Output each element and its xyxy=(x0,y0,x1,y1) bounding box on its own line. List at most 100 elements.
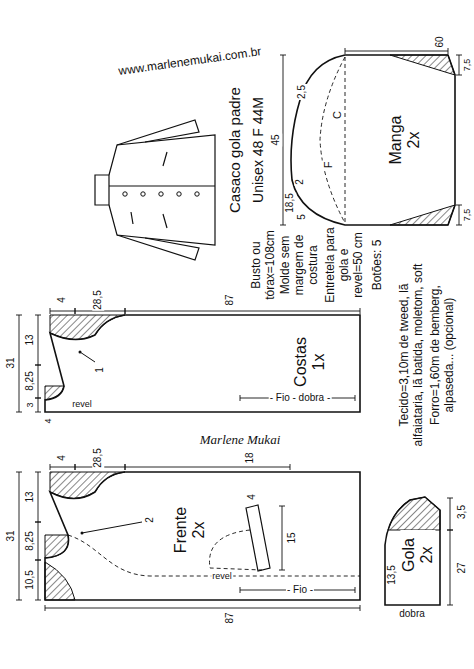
dimension-line xyxy=(19,472,20,600)
dimension-tick xyxy=(75,464,76,470)
dimension-label: 18,5 xyxy=(284,192,296,213)
dimension-tick xyxy=(35,522,41,523)
dimension-tick xyxy=(125,464,126,470)
coat-closure xyxy=(109,185,215,186)
pattern-title: Casaco gola padre xyxy=(226,86,243,214)
dimension-tick xyxy=(456,225,462,226)
dimension-label: 18 xyxy=(244,451,256,464)
dimension-tick xyxy=(75,464,76,470)
coat-button xyxy=(195,192,199,196)
grain-label: dobra xyxy=(398,608,426,620)
dimension-tick xyxy=(75,308,76,314)
watermark-url: www.marlenemukai.com.br xyxy=(117,45,264,79)
dimension-label: 10,5 xyxy=(24,569,36,590)
dimension-line xyxy=(38,560,39,600)
dimension-line xyxy=(450,530,451,605)
dimension-tick xyxy=(355,395,356,401)
coat-button xyxy=(123,192,127,196)
dimension-tick xyxy=(16,412,22,413)
note-text: Tecido=3,10m de tweed, lã alfaiataria, l… xyxy=(398,259,426,451)
dimension-line xyxy=(38,472,39,522)
collar-piece: Gola 2x xyxy=(378,492,445,610)
dimension-tick xyxy=(447,530,453,531)
dimension-tick xyxy=(35,560,41,561)
coat-body xyxy=(109,135,215,245)
coat-sleeve xyxy=(117,120,199,145)
dimension-tick xyxy=(355,587,356,593)
callout-number: 1 xyxy=(94,366,106,374)
dimension-label: 87 xyxy=(224,293,236,306)
dimension-tick xyxy=(35,398,41,399)
dimension-label: 2,5 xyxy=(296,84,308,100)
dimension-tick xyxy=(447,498,453,499)
dimension-tick xyxy=(280,55,286,56)
note-text: Entretela para gola e revel=50 cm xyxy=(324,226,365,304)
coat-chest-pocket xyxy=(131,212,133,224)
hatched-area xyxy=(45,562,75,600)
leader-dot xyxy=(81,532,84,535)
dimension-tick xyxy=(125,464,126,470)
dimension-label: 87 xyxy=(224,611,236,624)
hatched-area xyxy=(390,55,455,75)
dimension-line xyxy=(450,498,451,530)
dimension-tick xyxy=(35,472,41,473)
dimension-label: 4 xyxy=(246,493,258,501)
dimension-tick xyxy=(290,464,291,470)
dimension-tick xyxy=(50,464,51,470)
dimension-label: 28,5 xyxy=(92,447,104,468)
piece-name: Costas 1x xyxy=(292,330,327,394)
dimension-label: 4 xyxy=(56,454,68,462)
dimension-line xyxy=(19,315,20,412)
dimension-tick xyxy=(75,308,76,314)
dimension-tick xyxy=(279,570,285,571)
dimension-tick xyxy=(447,530,453,531)
construction-line xyxy=(345,57,346,223)
dimension-tick xyxy=(279,506,285,507)
dimension-tick xyxy=(125,308,126,314)
welt-pocket xyxy=(246,505,270,571)
dimension-tick xyxy=(456,205,462,206)
dimension-line xyxy=(282,506,283,570)
piece-outline xyxy=(45,472,360,600)
callout-number: 2 xyxy=(144,516,156,524)
dimension-label: 45 xyxy=(270,133,282,146)
coat-pocket xyxy=(163,214,167,228)
piece-outline xyxy=(45,315,360,412)
hatched-area xyxy=(50,472,125,499)
sleeve-piece: Manga 2x xyxy=(285,50,460,230)
callout-number: C xyxy=(331,110,344,120)
dimension-tick xyxy=(50,308,51,314)
dimension-line xyxy=(38,315,39,365)
dimension-label: 60 xyxy=(434,35,446,48)
dimension-tick xyxy=(448,48,449,54)
dimension-line xyxy=(38,398,39,412)
dimension-label: 28,5 xyxy=(92,289,104,310)
leader-dot xyxy=(79,351,82,354)
piece-outline xyxy=(291,55,455,225)
dimension-tick xyxy=(16,315,22,316)
dimension-label: 5 xyxy=(296,213,308,221)
hatched-area xyxy=(390,205,455,225)
dimension-line xyxy=(50,311,75,312)
grain-label: - Fio - dobra - xyxy=(269,392,332,404)
coat-button xyxy=(141,192,145,196)
dimension-label: 13,5 xyxy=(386,564,398,585)
coat-button xyxy=(159,192,163,196)
dimension-tick xyxy=(35,600,41,601)
piece-outline-svg xyxy=(285,50,460,230)
dimension-label: 31 xyxy=(5,356,17,369)
dimension-label: 31 xyxy=(5,529,17,542)
dimension-tick xyxy=(35,412,41,413)
dimension-tick xyxy=(345,48,346,54)
dimension-label: 3 xyxy=(25,401,35,408)
dimension-tick xyxy=(447,605,453,606)
dimension-tick xyxy=(35,398,41,399)
dimension-tick xyxy=(16,600,22,601)
dimension-label: 13 xyxy=(24,333,36,346)
dimension-tick xyxy=(35,365,41,366)
dimension-label: 4 xyxy=(56,296,68,304)
dimension-label: 8,25 xyxy=(24,530,36,551)
callout-number: F xyxy=(322,161,335,170)
piece-name: Frente 2x xyxy=(172,498,207,562)
